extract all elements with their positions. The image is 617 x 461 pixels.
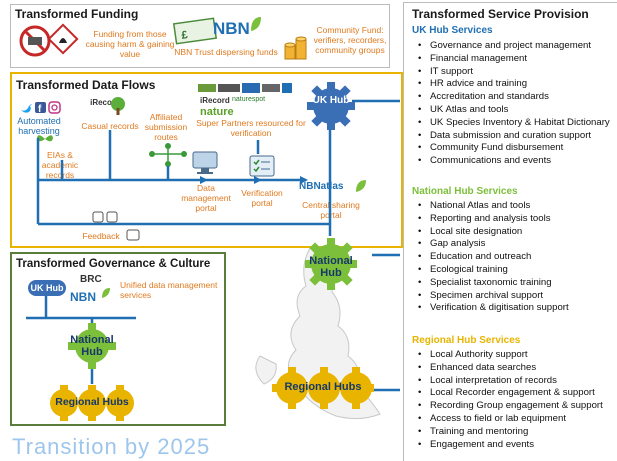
nbn-atlas-logo: NBNatlas — [299, 181, 344, 192]
list-item: Local interpretation of records — [418, 375, 603, 388]
national-hub-gear-icon — [305, 238, 357, 290]
list-item: UK Species Inventory & Habitat Dictionar… — [418, 117, 610, 130]
list-item: Enhanced data searches — [418, 362, 603, 375]
facebook-icon: f — [35, 102, 46, 115]
coins-icon — [284, 36, 307, 60]
list-item: Local site designation — [418, 226, 569, 239]
list-item: HR advice and training — [418, 78, 610, 91]
list-item: Data submission and curation support — [418, 130, 610, 143]
regional-hubs-gear-icon — [272, 367, 374, 409]
casual-records: Casual records — [81, 121, 139, 131]
affiliated-routes: Affiliated submission routes — [144, 112, 188, 142]
automated-harvesting: Automated harvesting — [17, 116, 61, 136]
butterfly-icon — [37, 135, 53, 142]
partner-logos — [198, 83, 292, 93]
svg-text:£: £ — [181, 29, 189, 42]
national-hub-services-list: National Atlas and tools Reporting and a… — [412, 200, 569, 315]
data-flows-title: Transformed Data Flows — [16, 78, 156, 92]
nbn-logo: NBN — [213, 19, 250, 38]
data-portal-computer-icon — [192, 151, 218, 174]
gov-national-hub-gear-icon — [68, 323, 116, 369]
hazard-icons — [19, 23, 79, 57]
feedback-text: Feedback — [82, 231, 120, 241]
list-item: Gap analysis — [418, 238, 569, 251]
uk-hub-services-list: Governance and project management Financ… — [412, 40, 610, 168]
regional-hub-services-title: Regional Hub Services — [412, 335, 521, 346]
list-item: Recording Group engagement & support — [418, 400, 603, 413]
list-item: Accreditation and standards — [418, 91, 610, 104]
list-item: Training and mentoring — [418, 426, 603, 439]
irecord-logo-2: iRecord — [200, 96, 230, 105]
map-regional-hubs-label: Regional Hubs — [284, 381, 362, 393]
no-entry-icon — [19, 25, 51, 57]
nbn-text: NBN Trust dispersing funds — [174, 47, 278, 57]
banknote-icon: £ — [172, 17, 218, 45]
list-item: Reporting and analysis tools — [418, 213, 569, 226]
gov-regional-hubs-label: Regional Hubs — [55, 396, 129, 408]
thumbs-icon — [92, 211, 118, 223]
list-item: Local Recorder engagement & support — [418, 387, 603, 400]
list-item: UK Atlas and tools — [418, 104, 610, 117]
harm-text: Funding from those causing harm & gainin… — [85, 29, 175, 59]
hazard-icon — [47, 23, 79, 55]
map-national-hub-label: National Hub — [309, 255, 353, 279]
funding-title: Transformed Funding — [15, 7, 139, 21]
gov-uk-hub-gear-icon — [28, 280, 66, 296]
super-partners: Super Partners resourced for verificatio… — [196, 118, 306, 138]
twitter-icon — [21, 104, 32, 113]
uk-hub-services-title: UK Hub Services — [412, 25, 493, 36]
eias-text: EIAs & academic records — [41, 150, 79, 180]
community-text: Community Fund: verifiers, recorders, co… — [313, 25, 387, 55]
gov-nbn-logo: NBN — [70, 290, 96, 304]
map-uk-hub-label: UK Hub — [312, 95, 350, 106]
list-item: Education and outreach — [418, 251, 569, 264]
list-item: Ecological training — [418, 264, 569, 277]
list-item: IT support — [418, 66, 610, 79]
national-hub-services-title: National Hub Services — [412, 186, 518, 197]
naturespot-logo: naturespot — [232, 96, 266, 103]
gov-national-hub-label: National Hub — [70, 334, 114, 358]
gov-leaf-icon — [102, 288, 110, 298]
irecord-logo-1: iRecord — [90, 98, 120, 107]
instagram-icon — [48, 101, 61, 114]
data-management-portal: Data management portal — [181, 183, 231, 213]
list-item: Verification & digitisation support — [418, 302, 569, 315]
list-item: Access to field or lab equipment — [418, 413, 603, 426]
unified-text: Unified data management services — [120, 280, 218, 300]
uk-hub-gear-icon — [307, 82, 355, 130]
gov-uk-hub-label: UK Hub — [30, 283, 64, 293]
governance-box: Transformed Governance & Culture — [10, 252, 226, 426]
services-title: Transformed Service Provision — [412, 7, 589, 21]
list-item: Specimen archival support — [418, 290, 569, 303]
social-icons: f — [21, 101, 61, 115]
list-item: Financial management — [418, 53, 610, 66]
branch-icon — [149, 143, 187, 167]
gov-regional-hubs-gear-icon — [50, 385, 134, 421]
list-item: Communications and events — [418, 155, 610, 168]
list-item: Engagement and events — [418, 439, 603, 452]
list-item: Specialist taxonomic training — [418, 277, 569, 290]
tree-icon — [111, 97, 125, 115]
svg-text:f: f — [38, 104, 42, 115]
leaf-icon — [251, 17, 261, 31]
verification-checklist-icon — [249, 155, 275, 177]
feedback-icon — [126, 229, 140, 241]
governance-title: Transformed Governance & Culture — [16, 258, 211, 270]
atlas-leaf-icon — [356, 180, 366, 192]
list-item: Local Authority support — [418, 349, 603, 362]
transition-text: Transition by 2025 — [12, 434, 211, 459]
nature-logo: nature — [200, 106, 234, 118]
list-item: National Atlas and tools — [418, 200, 569, 213]
list-item: Governance and project management — [418, 40, 610, 53]
regional-hub-services-list: Local Authority support Enhanced data se… — [412, 349, 603, 451]
verification-portal: Verification portal — [241, 188, 283, 208]
brc-logo: BRC — [80, 274, 102, 285]
services-panel: Transformed Service Provision UK Hub Ser… — [403, 2, 617, 461]
funding-box: Transformed Funding Funding from those c… — [10, 4, 390, 68]
list-item: Community Fund disbursement — [418, 142, 610, 155]
